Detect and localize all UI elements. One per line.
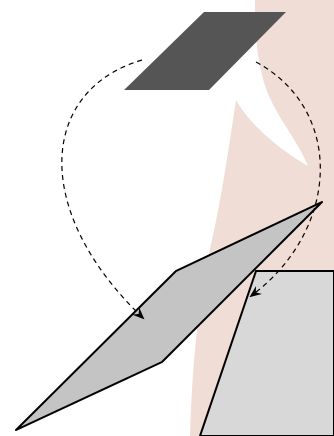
source-sheet <box>124 12 286 90</box>
folded-flap <box>15 201 323 431</box>
base-sheet <box>199 270 334 436</box>
right-dashed-arrow <box>249 61 321 298</box>
left-dashed-arrow <box>61 59 145 320</box>
